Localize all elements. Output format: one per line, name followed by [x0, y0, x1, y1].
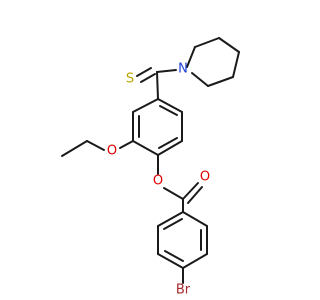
atom-label-bromine: Br	[176, 283, 191, 298]
chemical-structure-diagram: S N O O O Br	[61, 37, 240, 298]
bond-aryl-ether-o	[119, 140, 134, 149]
bond-layer	[61, 37, 240, 284]
bond-aryl2-c4-c5	[157, 253, 184, 269]
atom-label-nitrogen: N	[178, 62, 188, 77]
bond-aryl1-c1-c2-inner	[159, 105, 178, 116]
bond-aryl1-c3-c4-inner	[158, 137, 178, 149]
bond-ester-o-carbonyl	[163, 187, 184, 200]
bond-aryl2-c1-c2	[182, 211, 208, 227]
atom-label-sulfur: S	[126, 72, 134, 87]
bond-aryl1-c4-c5	[132, 140, 159, 156]
bond-n-c-ring-1	[186, 46, 196, 68]
atom-label-ether-oxygen: O	[107, 144, 117, 159]
bond-ethyl-ch2-ch3	[61, 140, 88, 157]
atom-label-layer: S N O O O Br	[107, 62, 210, 298]
bond-aryl2-c6-c1-inner	[163, 218, 183, 230]
atom-label-ester-oxygen: O	[153, 174, 163, 189]
bond-ring-c2-c3	[218, 37, 240, 53]
bond-carbonyl-double-b	[187, 186, 203, 204]
bond-ring-c1-c2	[194, 37, 220, 48]
bond-ring-c4-c5	[207, 76, 234, 87]
bond-aryl2-c3-c4	[182, 253, 208, 269]
bond-aryl1-c3-c4	[157, 140, 183, 156]
bond-aryl1-c6-c1	[132, 98, 159, 113]
bond-aryl2-c4-c5-inner	[164, 250, 184, 262]
bond-carbonyl-double-a	[182, 182, 199, 200]
bond-ring-c5-n	[191, 72, 209, 87]
bond-aryl2-c6-c1	[157, 211, 184, 227]
bond-thiocarbonyl-n	[156, 69, 177, 73]
bond-aryl1-c1-c2	[157, 98, 183, 113]
bond-ether-o-ch2	[86, 140, 105, 151]
bond-thiocarbonyl-aryl	[156, 71, 159, 100]
atom-label-carbonyl-oxygen: O	[200, 170, 210, 185]
bond-ring-c3-c4	[232, 51, 240, 78]
bond-thiocarbonyl-double-b	[136, 67, 152, 77]
bond-thiocarbonyl-double-a	[140, 73, 156, 83]
